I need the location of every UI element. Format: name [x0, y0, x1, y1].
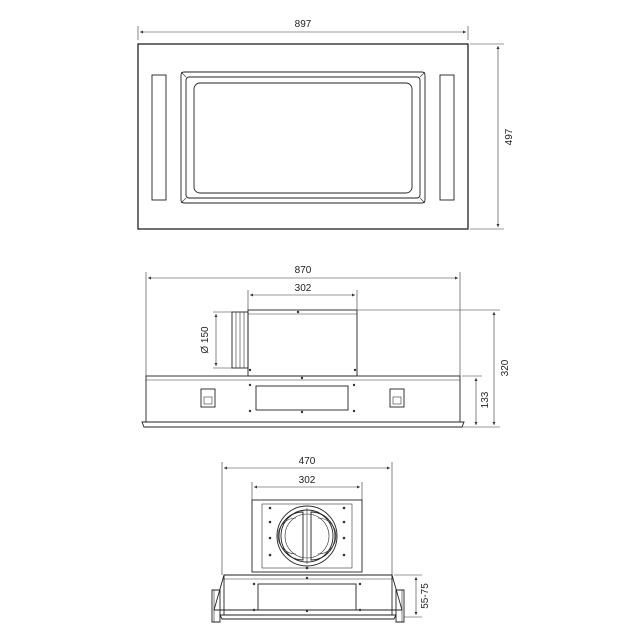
side-damper-left-inner [277, 517, 297, 555]
top-filter-panel-mid [185, 76, 421, 199]
side-screw-2 [342, 506, 346, 510]
side-motor-label: 302 [299, 475, 316, 486]
side-body-taper [213, 574, 403, 611]
side-body-screw-b [358, 582, 362, 586]
front-left-connector-slot [203, 396, 213, 405]
side-body-screw-c [252, 608, 256, 612]
side-screw-8 [342, 553, 346, 557]
side-damper-right [310, 511, 336, 561]
side-screw-6 [342, 536, 346, 540]
top-filter-panel-outer [180, 71, 426, 204]
side-center-window [257, 583, 357, 611]
front-screw-f [352, 409, 356, 413]
top-right-light-strip [439, 74, 455, 201]
top-filter-corner-tl [180, 71, 187, 78]
front-height-label: 320 [500, 359, 511, 376]
side-screw-4 [342, 520, 346, 524]
side-body-screw-e [305, 576, 309, 580]
side-right-flange [395, 589, 405, 623]
top-filter-corner-tr [419, 71, 426, 78]
top-filter-corner-bl [180, 197, 187, 204]
side-screw-3 [268, 520, 272, 524]
side-screw-9 [305, 566, 309, 570]
top-view: 897 497 [137, 19, 515, 230]
front-right-connector-slot [392, 396, 402, 405]
side-damper-right-inner [317, 517, 337, 555]
front-bottom-trim [141, 421, 465, 428]
front-view: 870 302 Ø 150 320 133 [141, 265, 511, 428]
front-screw-d [248, 409, 252, 413]
side-fan-housing [276, 505, 338, 567]
front-motor-box [247, 309, 358, 377]
top-width-label: 897 [295, 19, 312, 30]
side-screw-5 [268, 536, 272, 540]
side-view: 470 302 55-75 [211, 456, 431, 623]
front-main-body [145, 375, 461, 423]
side-main-body [223, 574, 393, 616]
side-screw-1 [268, 506, 272, 510]
front-screw-a [248, 383, 252, 387]
front-motor-screw-3 [353, 368, 357, 372]
front-width-label: 870 [295, 265, 312, 276]
front-body-label: 133 [480, 391, 491, 408]
side-flange-label: 55-75 [420, 583, 431, 609]
top-height-label: 497 [504, 128, 515, 145]
side-damper-left [278, 511, 304, 561]
top-filter-panel-inner [193, 82, 413, 194]
front-right-connector [389, 388, 405, 408]
side-width-label: 470 [299, 456, 316, 467]
side-bottom-trim [219, 614, 397, 620]
side-motor-plate [251, 499, 363, 573]
front-motor-label: 302 [295, 283, 312, 294]
front-left-connector [200, 388, 216, 408]
top-filter-corner-br [419, 197, 426, 204]
side-body-screw-f [305, 609, 309, 613]
front-screw-b [300, 376, 304, 380]
top-left-light-strip [151, 74, 167, 201]
top-outer-frame [137, 43, 469, 230]
front-center-window [255, 385, 349, 411]
side-screw-7 [268, 553, 272, 557]
side-body-screw-a [252, 582, 256, 586]
side-left-flange [211, 589, 221, 623]
front-screw-c [352, 383, 356, 387]
front-motor-screw-1 [296, 310, 300, 314]
front-screw-e [300, 410, 304, 414]
side-body-screw-d [358, 608, 362, 612]
front-motor-screw-2 [248, 368, 252, 372]
front-duct-label: Ø 150 [200, 326, 211, 354]
